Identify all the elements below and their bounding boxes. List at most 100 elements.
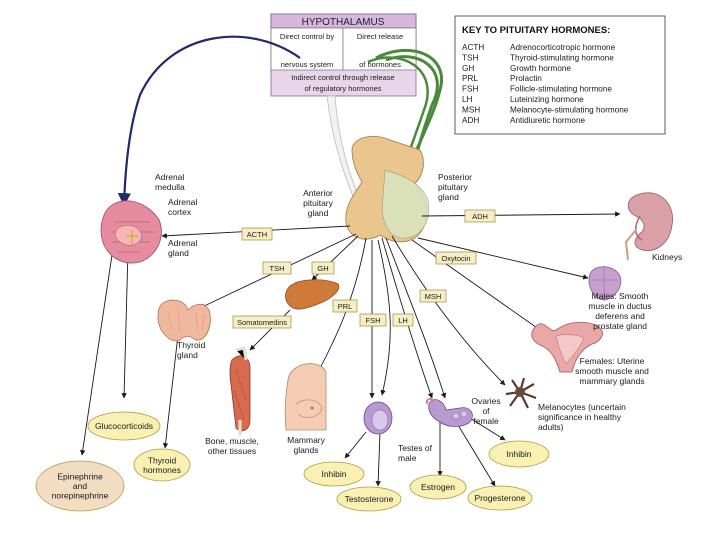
tsh-box	[262, 261, 292, 275]
testosterone-oval	[336, 486, 402, 512]
anterior-pituitary-label-3: gland	[308, 208, 329, 218]
key-abbr: PRL	[462, 74, 478, 83]
posterior-pituitary-label-1: Posterior	[438, 172, 472, 182]
thyroid-hormones-text: hormones	[143, 465, 181, 475]
inhibin-female-oval	[488, 440, 550, 468]
bone-muscle-label-1: Bone, muscle,	[205, 436, 259, 446]
key-name: Thyroid-stimulating hormone	[510, 53, 614, 62]
organ-labels: Adrenal medulla Adrenal cortex Adrenal g…	[155, 172, 682, 463]
key-abbr: ACTH	[462, 43, 484, 52]
thyroid-hormones-oval	[133, 448, 191, 482]
hypothalamus-right-line2: of hormones	[359, 60, 401, 69]
epinephrine-oval	[35, 460, 125, 512]
key-title: KEY TO PITUITARY HORMONES:	[462, 25, 610, 36]
hypothalamus-title: HYPOTHALAMUS	[302, 17, 385, 28]
melanocytes-label-3: adults)	[538, 422, 564, 432]
progesterone-oval	[467, 485, 533, 511]
bone-muscle-label-2: other tissues	[208, 446, 256, 456]
acth-label: ACTH	[247, 230, 267, 239]
anterior-pituitary-label-1: Anterior	[303, 188, 333, 198]
pituitary-gland	[345, 136, 429, 243]
mammary-label-1: Mammary	[287, 435, 326, 445]
ovary-illustration	[425, 397, 473, 427]
key-name: Growth hormone	[510, 64, 571, 73]
key-abbr: MSH	[462, 105, 480, 114]
posterior-pituitary-label-3: gland	[438, 192, 459, 202]
lh-box	[392, 313, 414, 327]
hormone-key: KEY TO PITUITARY HORMONES: ACTH Adrenocor…	[454, 15, 666, 135]
fsh-box	[359, 313, 387, 327]
somatomedins-label: Somatomedins	[237, 318, 287, 327]
key-name: Melanocyte-stimulating hormone	[510, 105, 629, 114]
key-abbr: GH	[462, 64, 474, 73]
key-abbr: LH	[462, 95, 473, 104]
prl-label: PRL	[338, 302, 353, 311]
secretion-ovals: GlucocorticoidsEpinephrineandnorepinephr…	[35, 411, 550, 512]
oxytocin-box	[435, 251, 477, 265]
females-label-2: smooth muscle and	[575, 366, 649, 376]
key-abbr: ADH	[462, 116, 479, 125]
prostate-illustration	[588, 266, 622, 301]
adh-label: ADH	[472, 212, 488, 221]
somatomedins-box	[232, 315, 292, 329]
tsh-label: TSH	[270, 264, 285, 273]
epinephrine-text: norepinephrine	[52, 491, 109, 501]
estrogen-text: Estrogen	[421, 482, 455, 492]
oxytocin-label: Oxytocin	[441, 254, 470, 263]
melanocytes-label-2: significance in healthy	[538, 412, 622, 422]
adrenal-gland-illustration	[100, 200, 162, 264]
key-name: Follicle-stimulating hormone	[510, 85, 612, 94]
key-name: Luteinizing hormone	[510, 95, 584, 104]
kidneys-label: Kidneys	[652, 252, 682, 262]
males-label-1: Males: Smooth	[592, 291, 649, 301]
gh-box	[311, 261, 335, 275]
testes-illustration	[363, 401, 393, 435]
males-label-2: muscle in ductus	[588, 301, 651, 311]
ovaries-label-1: Ovaries	[471, 396, 500, 406]
hypothalamus-right-line1: Direct release	[357, 32, 403, 41]
glucocorticoids-oval	[87, 411, 161, 441]
hypothalamus-left-line2: nervous system	[281, 60, 334, 69]
testosterone-text: Testosterone	[345, 494, 394, 504]
ovaries-label-3: female	[473, 416, 499, 426]
inhibin-male-oval	[303, 461, 365, 487]
key-abbr: FSH	[462, 85, 478, 94]
hypothalamus-bottom-line1: Indirect control through release	[291, 73, 394, 82]
key-abbr: TSH	[462, 53, 478, 62]
gh-label: GH	[317, 264, 328, 273]
lh-label: LH	[398, 316, 408, 325]
msh-box	[419, 289, 447, 303]
thyroid-hormones-text: Thyroid	[148, 455, 177, 465]
hypothalamus-box: HYPOTHALAMUS Direct control by nervous s…	[270, 13, 417, 97]
adh-box	[464, 209, 496, 223]
adrenal-medulla-label-1: Adrenal	[155, 172, 184, 182]
adrenal-gland-label-2: gland	[168, 248, 189, 258]
inhibin-male-text: Inhibin	[321, 469, 346, 479]
ovaries-label-2: of	[482, 406, 490, 416]
hypothalamus-bottom-line2: of regulatory hormones	[304, 84, 381, 93]
thyroid-illustration	[157, 299, 211, 342]
females-label-1: Females: Uterine	[580, 356, 645, 366]
key-name: Adrenocorticotropic hormone	[510, 43, 616, 52]
muscle-bone-illustration	[229, 346, 251, 436]
mammary-label-2: glands	[293, 445, 318, 455]
msh-label: MSH	[425, 292, 442, 301]
anterior-pituitary-label-2: pituitary	[303, 198, 334, 208]
males-label-3: deferens and	[595, 311, 645, 321]
liver-illustration	[285, 279, 340, 310]
glucocorticoids-text: Glucocorticoids	[95, 421, 153, 431]
kidney-illustration	[624, 192, 674, 261]
males-label-4: prostate gland	[593, 321, 647, 331]
uterus-illustration	[531, 321, 603, 373]
mammary-illustration	[284, 363, 327, 431]
progesterone-text: Progesterone	[474, 493, 525, 503]
epinephrine-text: Epinephrine	[57, 472, 103, 482]
adrenal-cortex-label-1: Adrenal	[168, 197, 197, 207]
estrogen-oval	[409, 474, 467, 500]
inhibin-female-text: Inhibin	[506, 449, 531, 459]
thyroid-label-2: gland	[177, 350, 198, 360]
key-name: Antidiuretic hormone	[510, 116, 586, 125]
melanocyte-illustration	[505, 377, 537, 409]
